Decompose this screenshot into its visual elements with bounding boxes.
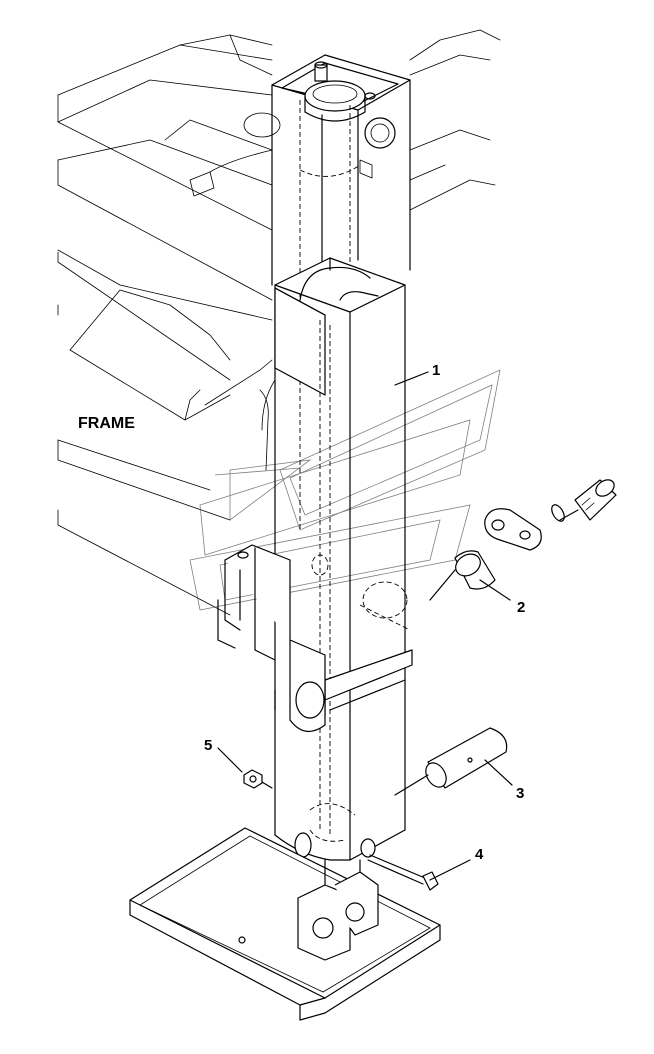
callout-2: 2 <box>517 599 525 616</box>
part-4-bolt <box>367 854 439 891</box>
part-3-pin <box>394 727 508 796</box>
callout-4: 4 <box>475 846 484 863</box>
retainer-plate <box>484 479 617 551</box>
lower-bracket <box>217 544 326 732</box>
callout-leaders <box>217 371 513 881</box>
inner-tube <box>274 257 413 861</box>
frame-structure <box>57 29 501 616</box>
callout-5: 5 <box>204 737 212 754</box>
frame-label: FRAME <box>78 415 135 432</box>
callout-3: 3 <box>516 785 524 802</box>
part-2-bushing <box>429 550 496 601</box>
callout-1: 1 <box>432 362 440 379</box>
part-5-nut <box>243 769 273 789</box>
foot-plate <box>129 827 441 1021</box>
outer-tube <box>271 54 411 530</box>
